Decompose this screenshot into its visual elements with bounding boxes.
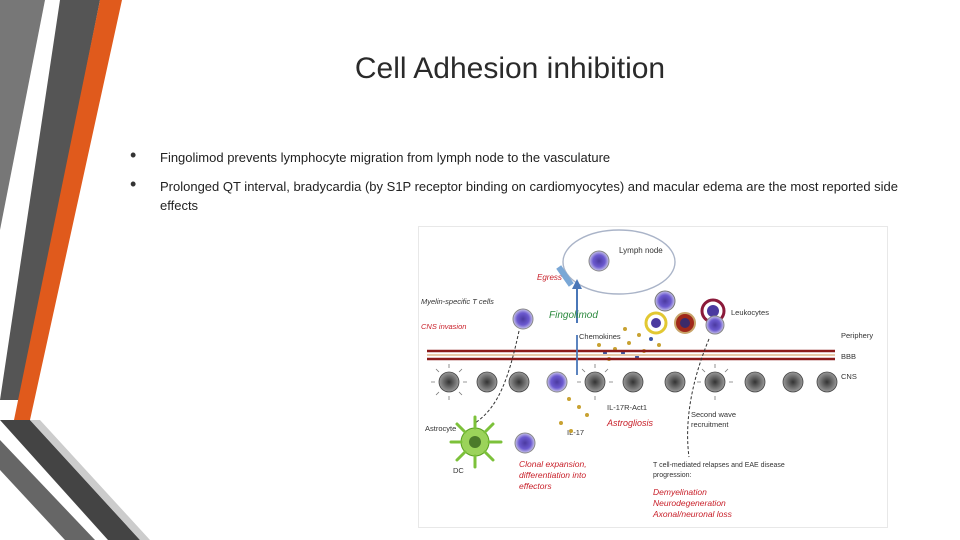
egress-label: Egress xyxy=(537,273,562,282)
periphery-label: Periphery xyxy=(841,331,873,340)
tcell-label-2: progression: xyxy=(653,472,692,479)
astrocyte-row xyxy=(439,372,837,392)
lymph-node-shape xyxy=(563,230,675,294)
bullet-icon: • xyxy=(130,146,136,165)
leukocyte-icon xyxy=(706,316,724,334)
second-wave-label-2: recruitment xyxy=(691,420,729,429)
t-cell-icon xyxy=(515,433,535,453)
bullet-list: • Fingolimod prevents lymphocyte migrati… xyxy=(130,148,920,225)
bullet-icon: • xyxy=(130,175,136,194)
leukocyte-icon xyxy=(655,291,675,311)
myelin-t-label: Myelin-specific T cells xyxy=(421,297,494,306)
il17r-label: IL-17R-Act1 xyxy=(607,403,647,412)
second-wave-arrow xyxy=(688,339,709,457)
tcell-label-1: T cell-mediated relapses and EAE disease xyxy=(653,462,785,469)
fingolimod-label: Fingolimod xyxy=(549,310,598,321)
bullet-item: • Prolonged QT interval, bradycardia (by… xyxy=(130,177,920,215)
bullet-text: Prolonged QT interval, bradycardia (by S… xyxy=(160,179,898,213)
chemokines-label: Chemokines xyxy=(579,332,621,341)
dc-label: DC xyxy=(453,466,464,475)
demyelination-label: Demyelination xyxy=(653,487,707,497)
second-wave-label-1: Second wave xyxy=(691,410,736,419)
astrocyte-label: Astrocyte xyxy=(425,424,456,433)
cns-invasion-label: CNS invasion xyxy=(421,322,466,331)
clonal-label-1: Clonal expansion, xyxy=(519,459,587,469)
il17-label: IL-17 xyxy=(567,428,584,437)
lymph-node-label: Lymph node xyxy=(619,246,663,255)
astrogliosis-label: Astrogliosis xyxy=(606,418,654,428)
leukocytes-label: Leukocytes xyxy=(731,308,769,317)
t-cell-icon xyxy=(547,372,567,392)
bullet-text: Fingolimod prevents lymphocyte migration… xyxy=(160,150,610,165)
axonal-label: Axonal/neuronal loss xyxy=(652,509,733,519)
clonal-label-2: differentiation into xyxy=(519,470,586,480)
decorative-side-stripes xyxy=(0,0,170,540)
bbb-label: BBB xyxy=(841,352,856,361)
fingolimod-mechanism-diagram: Lymph node Egress Myelin-specific T cell… xyxy=(418,226,888,528)
cns-label: CNS xyxy=(841,372,857,381)
clonal-label-3: effectors xyxy=(519,481,552,491)
neurodegeneration-label: Neurodegeneration xyxy=(653,498,726,508)
t-cell-icon xyxy=(589,251,609,271)
bullet-item: • Fingolimod prevents lymphocyte migrati… xyxy=(130,148,920,167)
slide-title: Cell Adhesion inhibition xyxy=(250,52,770,86)
t-cell-icon xyxy=(513,309,533,329)
